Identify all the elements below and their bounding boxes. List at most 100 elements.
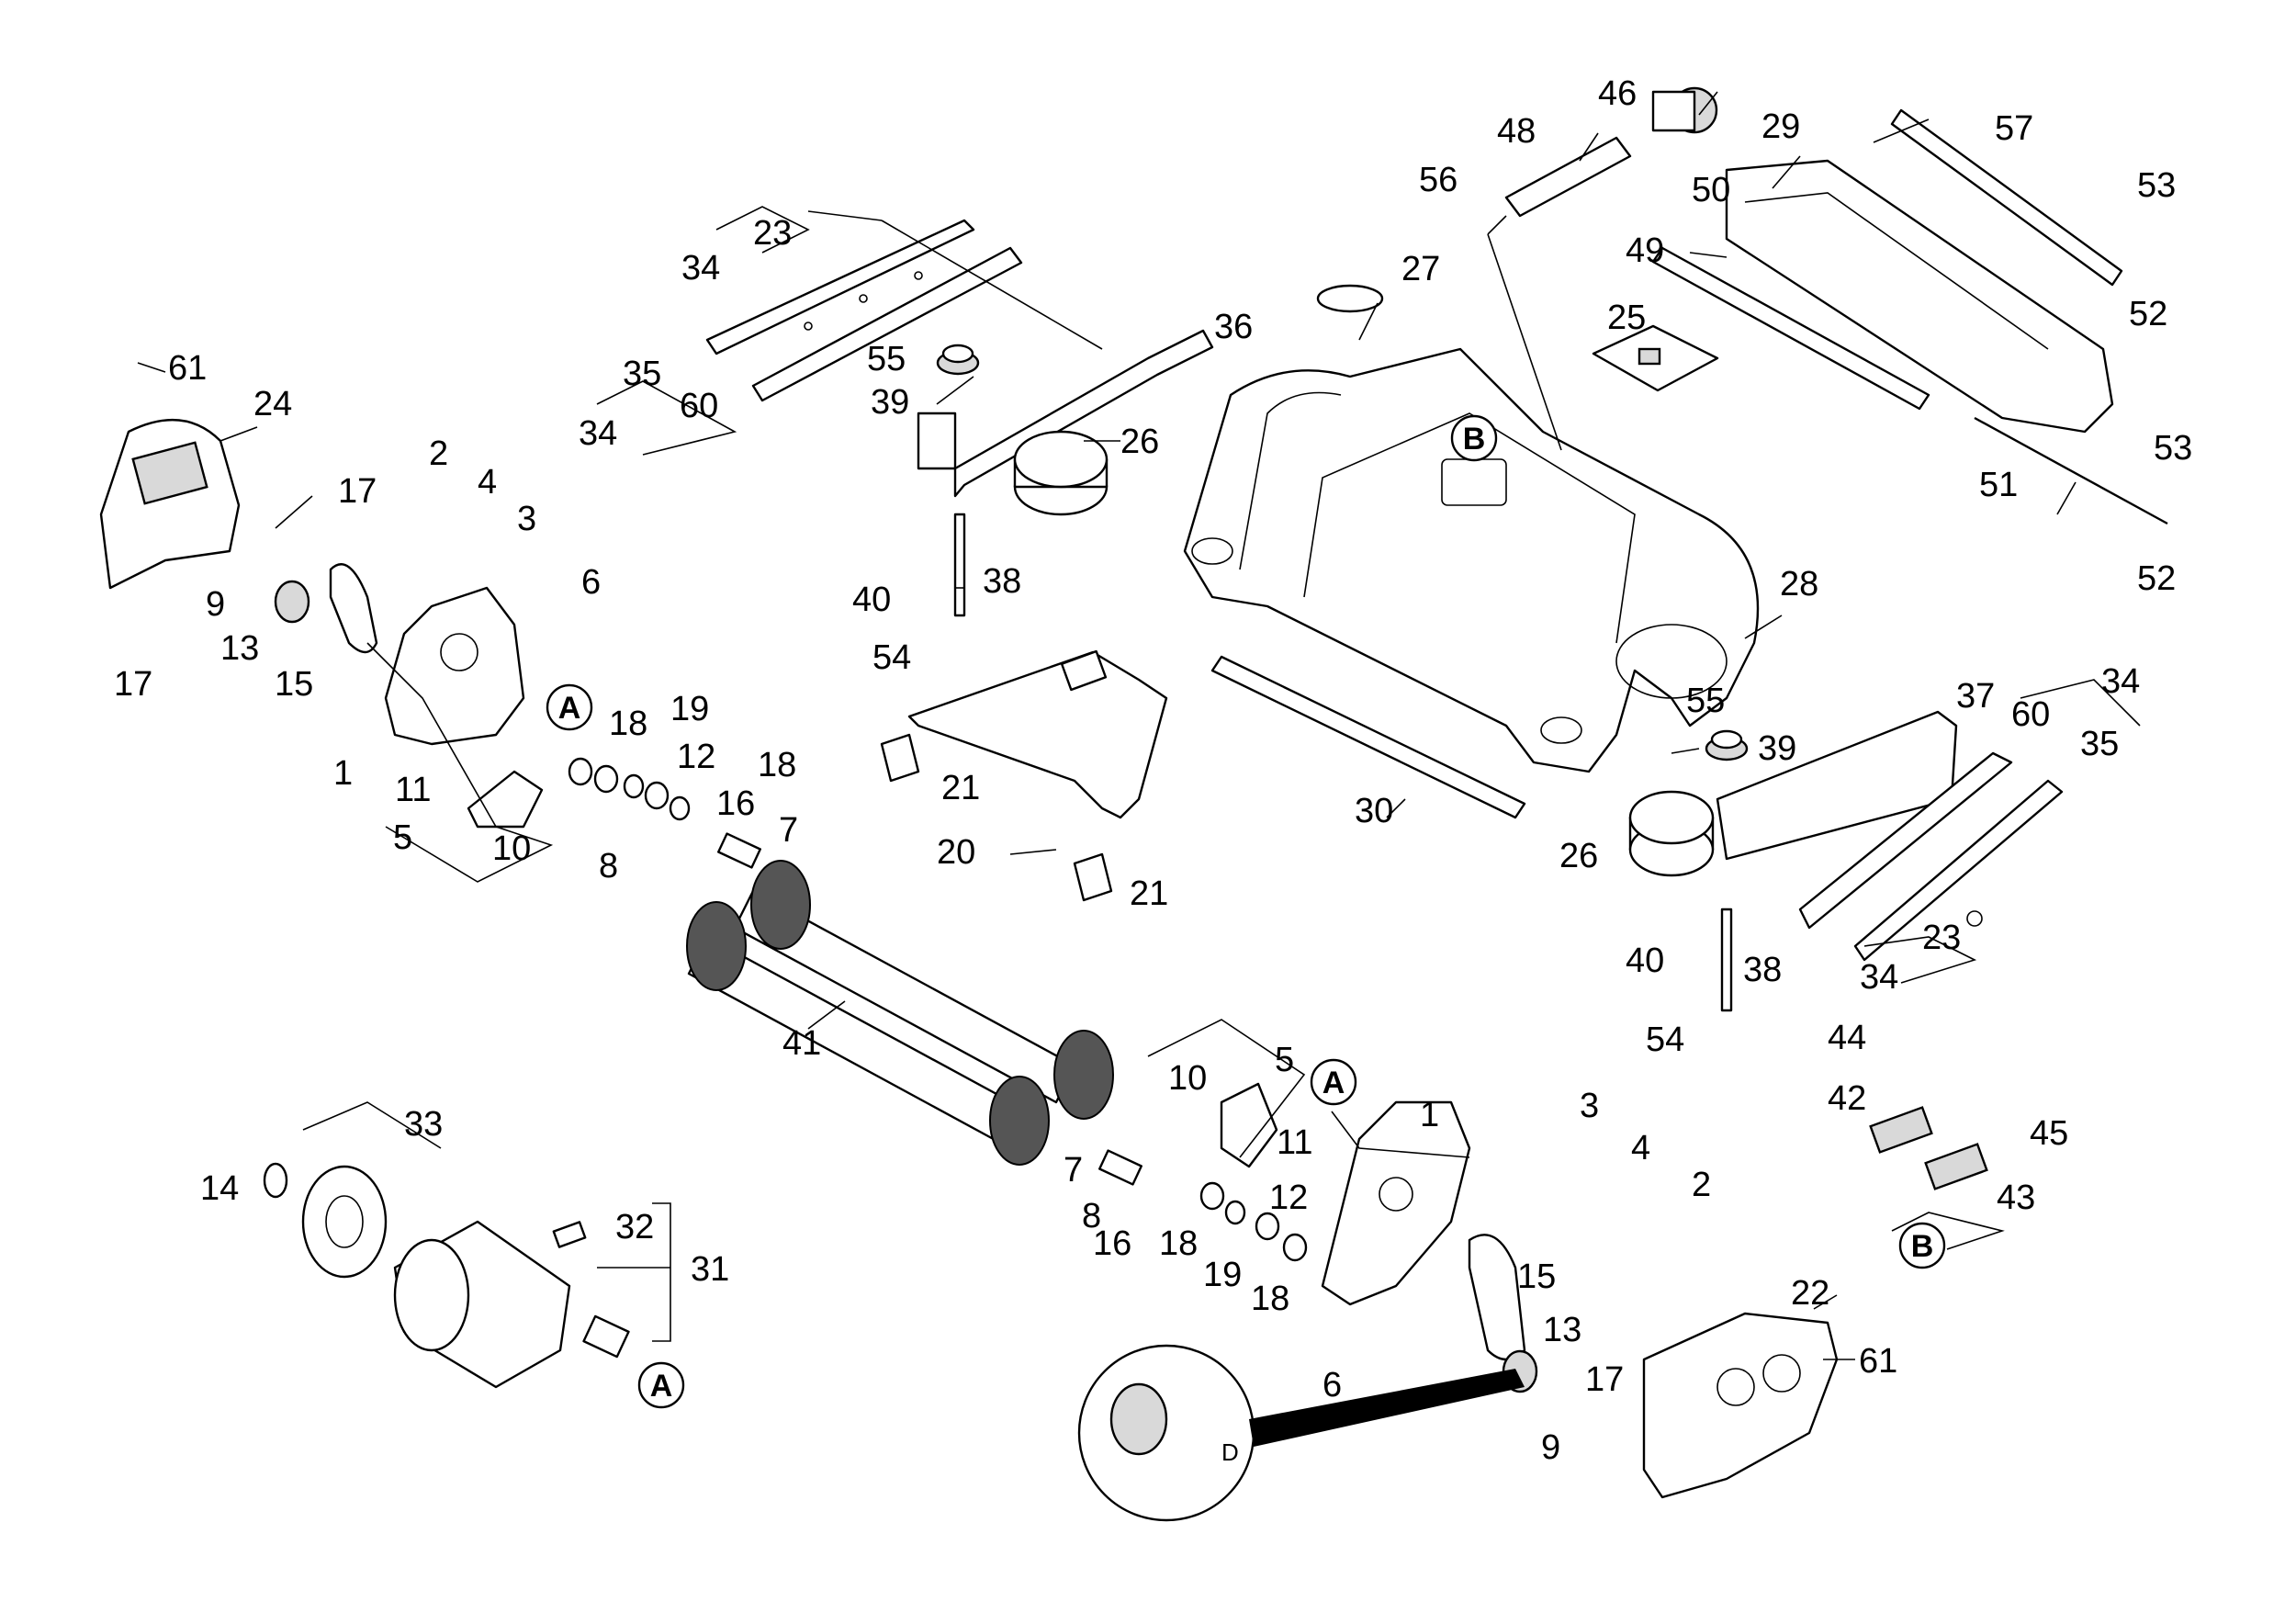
callout-39: 39 xyxy=(871,383,909,422)
callout-24: 24 xyxy=(253,385,292,423)
tube-48 xyxy=(1504,136,1632,218)
callout-15: 15 xyxy=(1517,1257,1556,1296)
callout-21: 21 xyxy=(941,769,980,807)
callout-46: 46 xyxy=(1598,74,1637,113)
callout-61: 61 xyxy=(1859,1342,1897,1381)
callout-1: 1 xyxy=(1420,1096,1439,1134)
callout-34: 34 xyxy=(2101,662,2140,701)
callout-28: 28 xyxy=(1780,565,1818,603)
callout-27: 27 xyxy=(1401,250,1440,288)
callout-23: 23 xyxy=(753,214,792,253)
handle-bracket-left-upper xyxy=(705,210,1103,402)
detail-label-d: D xyxy=(1221,1438,1239,1466)
strip-30 xyxy=(1210,655,1526,819)
reference-a-3: A xyxy=(637,1361,685,1409)
reference-b-2: B xyxy=(1898,1222,1946,1269)
callout-49: 49 xyxy=(1626,231,1664,270)
handle-bracket-right xyxy=(1716,710,2064,962)
callout-6: 6 xyxy=(581,563,601,602)
reference-a-label-2: A xyxy=(1322,1066,1345,1100)
callout-4: 4 xyxy=(1631,1129,1650,1167)
connector-43 xyxy=(1924,1143,1988,1190)
callout-40: 40 xyxy=(852,581,891,619)
callout-37: 37 xyxy=(1956,677,1995,716)
callout-14: 14 xyxy=(200,1169,239,1208)
left-bearings xyxy=(568,757,691,821)
rail-57 xyxy=(1890,108,2123,287)
knob-39-upper xyxy=(936,344,980,376)
knob-39-lower xyxy=(1705,729,1749,761)
part-callouts: 61 24 2 4 17 3 6 9 13 15 17 18 19 12 18 … xyxy=(114,74,2192,1467)
reference-a-label-3: A xyxy=(650,1369,673,1404)
callout-29: 29 xyxy=(1761,107,1800,146)
callout-54: 54 xyxy=(1646,1021,1684,1059)
callout-54: 54 xyxy=(872,638,911,677)
callout-17: 17 xyxy=(1585,1360,1624,1399)
badge-27 xyxy=(1316,284,1384,313)
callout-13: 13 xyxy=(1543,1311,1581,1349)
callout-15: 15 xyxy=(275,665,313,704)
callout-40: 40 xyxy=(1626,942,1664,980)
callout-11: 11 xyxy=(1277,1123,1312,1162)
callout-55: 55 xyxy=(867,340,906,378)
callout-16: 16 xyxy=(1093,1224,1131,1263)
callout-8: 8 xyxy=(599,847,618,885)
callout-45: 45 xyxy=(2030,1114,2068,1153)
callout-8: 8 xyxy=(1082,1197,1101,1235)
callout-36: 36 xyxy=(1214,308,1253,346)
callout-60: 60 xyxy=(2011,695,2050,734)
callout-23: 23 xyxy=(1922,919,1961,957)
callout-48: 48 xyxy=(1497,112,1536,151)
motor-31 xyxy=(393,1220,630,1389)
callout-35: 35 xyxy=(2080,725,2119,763)
callout-34: 34 xyxy=(579,414,617,453)
brush-roller-46 xyxy=(1651,86,1718,134)
callout-52: 52 xyxy=(2129,295,2167,333)
callout-38: 38 xyxy=(983,562,1021,601)
reference-b-label-1: B xyxy=(1463,422,1486,457)
right-bearings xyxy=(1199,1181,1308,1262)
callout-18: 18 xyxy=(609,705,647,743)
callout-10: 10 xyxy=(492,829,531,868)
wheel-26-lower xyxy=(1628,790,1715,877)
callout-31: 31 xyxy=(691,1250,729,1289)
callout-12: 12 xyxy=(1269,1179,1308,1217)
callout-34: 34 xyxy=(681,249,720,288)
right-plate-5 xyxy=(1220,1082,1278,1168)
right-gearbox-1 xyxy=(1321,1100,1471,1306)
collection-bin-29 xyxy=(1725,159,2114,434)
left-gearbox-1 xyxy=(384,586,525,746)
rail-49 xyxy=(1651,246,1930,411)
callout-19: 19 xyxy=(1203,1256,1242,1294)
callout-26: 26 xyxy=(1559,837,1598,875)
callout-33: 33 xyxy=(404,1105,443,1144)
callout-18: 18 xyxy=(1159,1224,1198,1263)
callout-16: 16 xyxy=(716,784,755,823)
group-bracket-lines xyxy=(302,206,2141,1342)
latch-25 xyxy=(1592,324,1719,392)
reference-a-2: A xyxy=(1310,1058,1357,1106)
callout-11: 11 xyxy=(395,771,431,809)
callout-51: 51 xyxy=(1979,466,2018,504)
callout-22: 22 xyxy=(1791,1274,1829,1313)
detail-view-d: D xyxy=(1077,1344,1525,1522)
reference-b-1: B xyxy=(1450,414,1498,462)
base-frame xyxy=(880,649,1168,902)
callout-4: 4 xyxy=(478,463,497,502)
callout-5: 5 xyxy=(393,818,412,857)
callout-61: 61 xyxy=(168,349,207,388)
callout-6: 6 xyxy=(1322,1366,1342,1404)
callout-17: 17 xyxy=(338,472,377,511)
reference-a-label-1: A xyxy=(558,691,581,726)
callout-26: 26 xyxy=(1120,423,1159,461)
left-pulley-13 xyxy=(274,580,310,624)
reference-a-1: A xyxy=(546,683,593,731)
callout-38: 38 xyxy=(1743,951,1782,989)
rod-51 xyxy=(1974,416,2168,525)
callout-35: 35 xyxy=(623,355,661,393)
callout-60: 60 xyxy=(680,387,718,425)
wheel-26-upper xyxy=(1013,430,1109,516)
callout-19: 19 xyxy=(670,690,709,728)
fan-33 xyxy=(301,1165,388,1279)
